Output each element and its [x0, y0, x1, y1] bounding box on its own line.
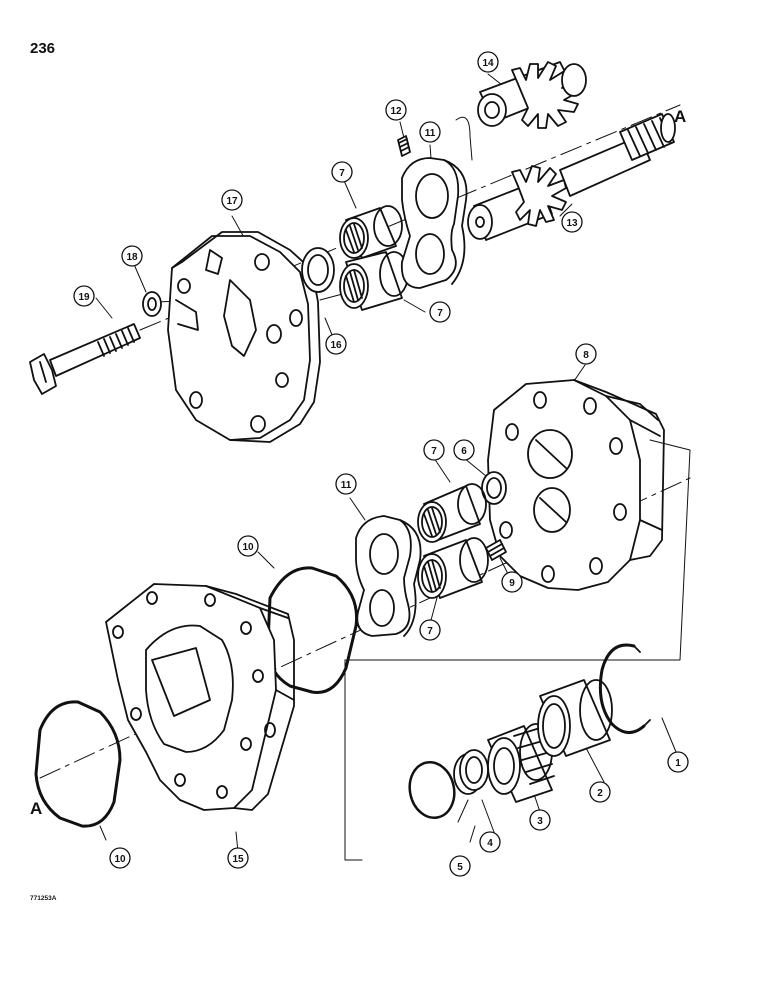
callout-15: 15 [227, 847, 249, 869]
snap-ring-small [408, 760, 456, 820]
reference-mark-a-lower: A [30, 799, 42, 818]
svg-text:7: 7 [437, 308, 443, 319]
bolt [29, 323, 141, 395]
svg-text:10: 10 [242, 542, 254, 553]
svg-text:11: 11 [425, 128, 436, 139]
callout-7-lower-2: 7 [419, 619, 441, 641]
callout-11-upper: 11 [419, 121, 441, 143]
svg-text:11: 11 [341, 480, 352, 491]
svg-text:7: 7 [339, 168, 345, 179]
callout-12: 12 [385, 99, 407, 121]
callouts: 14 12 11 7 17 13 18 19 7 16 8 7 6 11 10 … [73, 51, 689, 877]
bushing-sleeve [537, 679, 613, 757]
callout-4: 4 [479, 831, 501, 853]
svg-text:10: 10 [114, 854, 126, 865]
callout-7-upper-2: 7 [429, 301, 451, 323]
svg-text:15: 15 [232, 854, 244, 865]
callout-9: 9 [501, 571, 523, 593]
washer [142, 291, 162, 317]
end-cover [167, 231, 321, 443]
svg-text:14: 14 [482, 58, 494, 69]
callout-7-upper-1: 7 [331, 161, 353, 183]
pump-body [487, 379, 665, 591]
callout-3: 3 [529, 809, 551, 831]
needle-bearing-lower-1 [417, 483, 487, 543]
shaft-seal-lower [481, 471, 507, 505]
callout-18: 18 [121, 245, 143, 267]
svg-text:3: 3 [537, 816, 543, 827]
svg-text:9: 9 [509, 578, 515, 589]
callout-17: 17 [221, 189, 243, 211]
wear-plate-lower [355, 515, 422, 637]
svg-text:4: 4 [487, 838, 493, 849]
callout-10-lower: 10 [109, 847, 131, 869]
dowel-pin [397, 135, 411, 157]
callout-11-lower: 11 [335, 473, 357, 495]
gear-housing [105, 583, 295, 811]
callout-16: 16 [325, 333, 347, 355]
svg-text:5: 5 [457, 862, 463, 873]
svg-text:7: 7 [427, 626, 433, 637]
needle-bearing-lower-2 [417, 537, 489, 599]
wear-plate-upper [400, 157, 468, 289]
o-ring-upper [266, 566, 359, 694]
callout-5: 5 [449, 855, 471, 877]
svg-text:18: 18 [126, 252, 138, 263]
needle-bearing-upper-2 [339, 251, 409, 311]
svg-text:13: 13 [566, 218, 578, 229]
svg-text:12: 12 [390, 106, 402, 117]
reference-mark-a-shaft: A [674, 107, 686, 126]
svg-text:1: 1 [675, 758, 681, 769]
check-valve [485, 539, 507, 561]
callout-6: 6 [453, 439, 475, 461]
svg-text:8: 8 [583, 350, 589, 361]
callout-2: 2 [589, 781, 611, 803]
figure-code: 771253A [30, 895, 57, 902]
retaining-ring [598, 643, 651, 734]
callout-13: 13 [561, 211, 583, 233]
callout-19: 19 [73, 285, 95, 307]
callout-14: 14 [477, 51, 499, 73]
drive-gear-shaft [467, 113, 676, 241]
svg-text:6: 6 [461, 446, 467, 457]
driven-gear [477, 61, 587, 129]
svg-text:19: 19 [78, 292, 90, 303]
callout-10-upper: 10 [237, 535, 259, 557]
o-ring-lower [34, 700, 122, 828]
callout-7-lower-1: 7 [423, 439, 445, 461]
callout-8: 8 [575, 343, 597, 365]
callout-1: 1 [667, 751, 689, 773]
svg-text:16: 16 [330, 340, 342, 351]
needle-bearing-upper-1 [339, 205, 403, 259]
svg-text:7: 7 [431, 446, 437, 457]
page-number: 236 [30, 40, 56, 57]
lip-seal [453, 749, 489, 795]
svg-text:2: 2 [597, 788, 603, 799]
thrust-washer [301, 247, 335, 293]
svg-text:17: 17 [226, 196, 238, 207]
